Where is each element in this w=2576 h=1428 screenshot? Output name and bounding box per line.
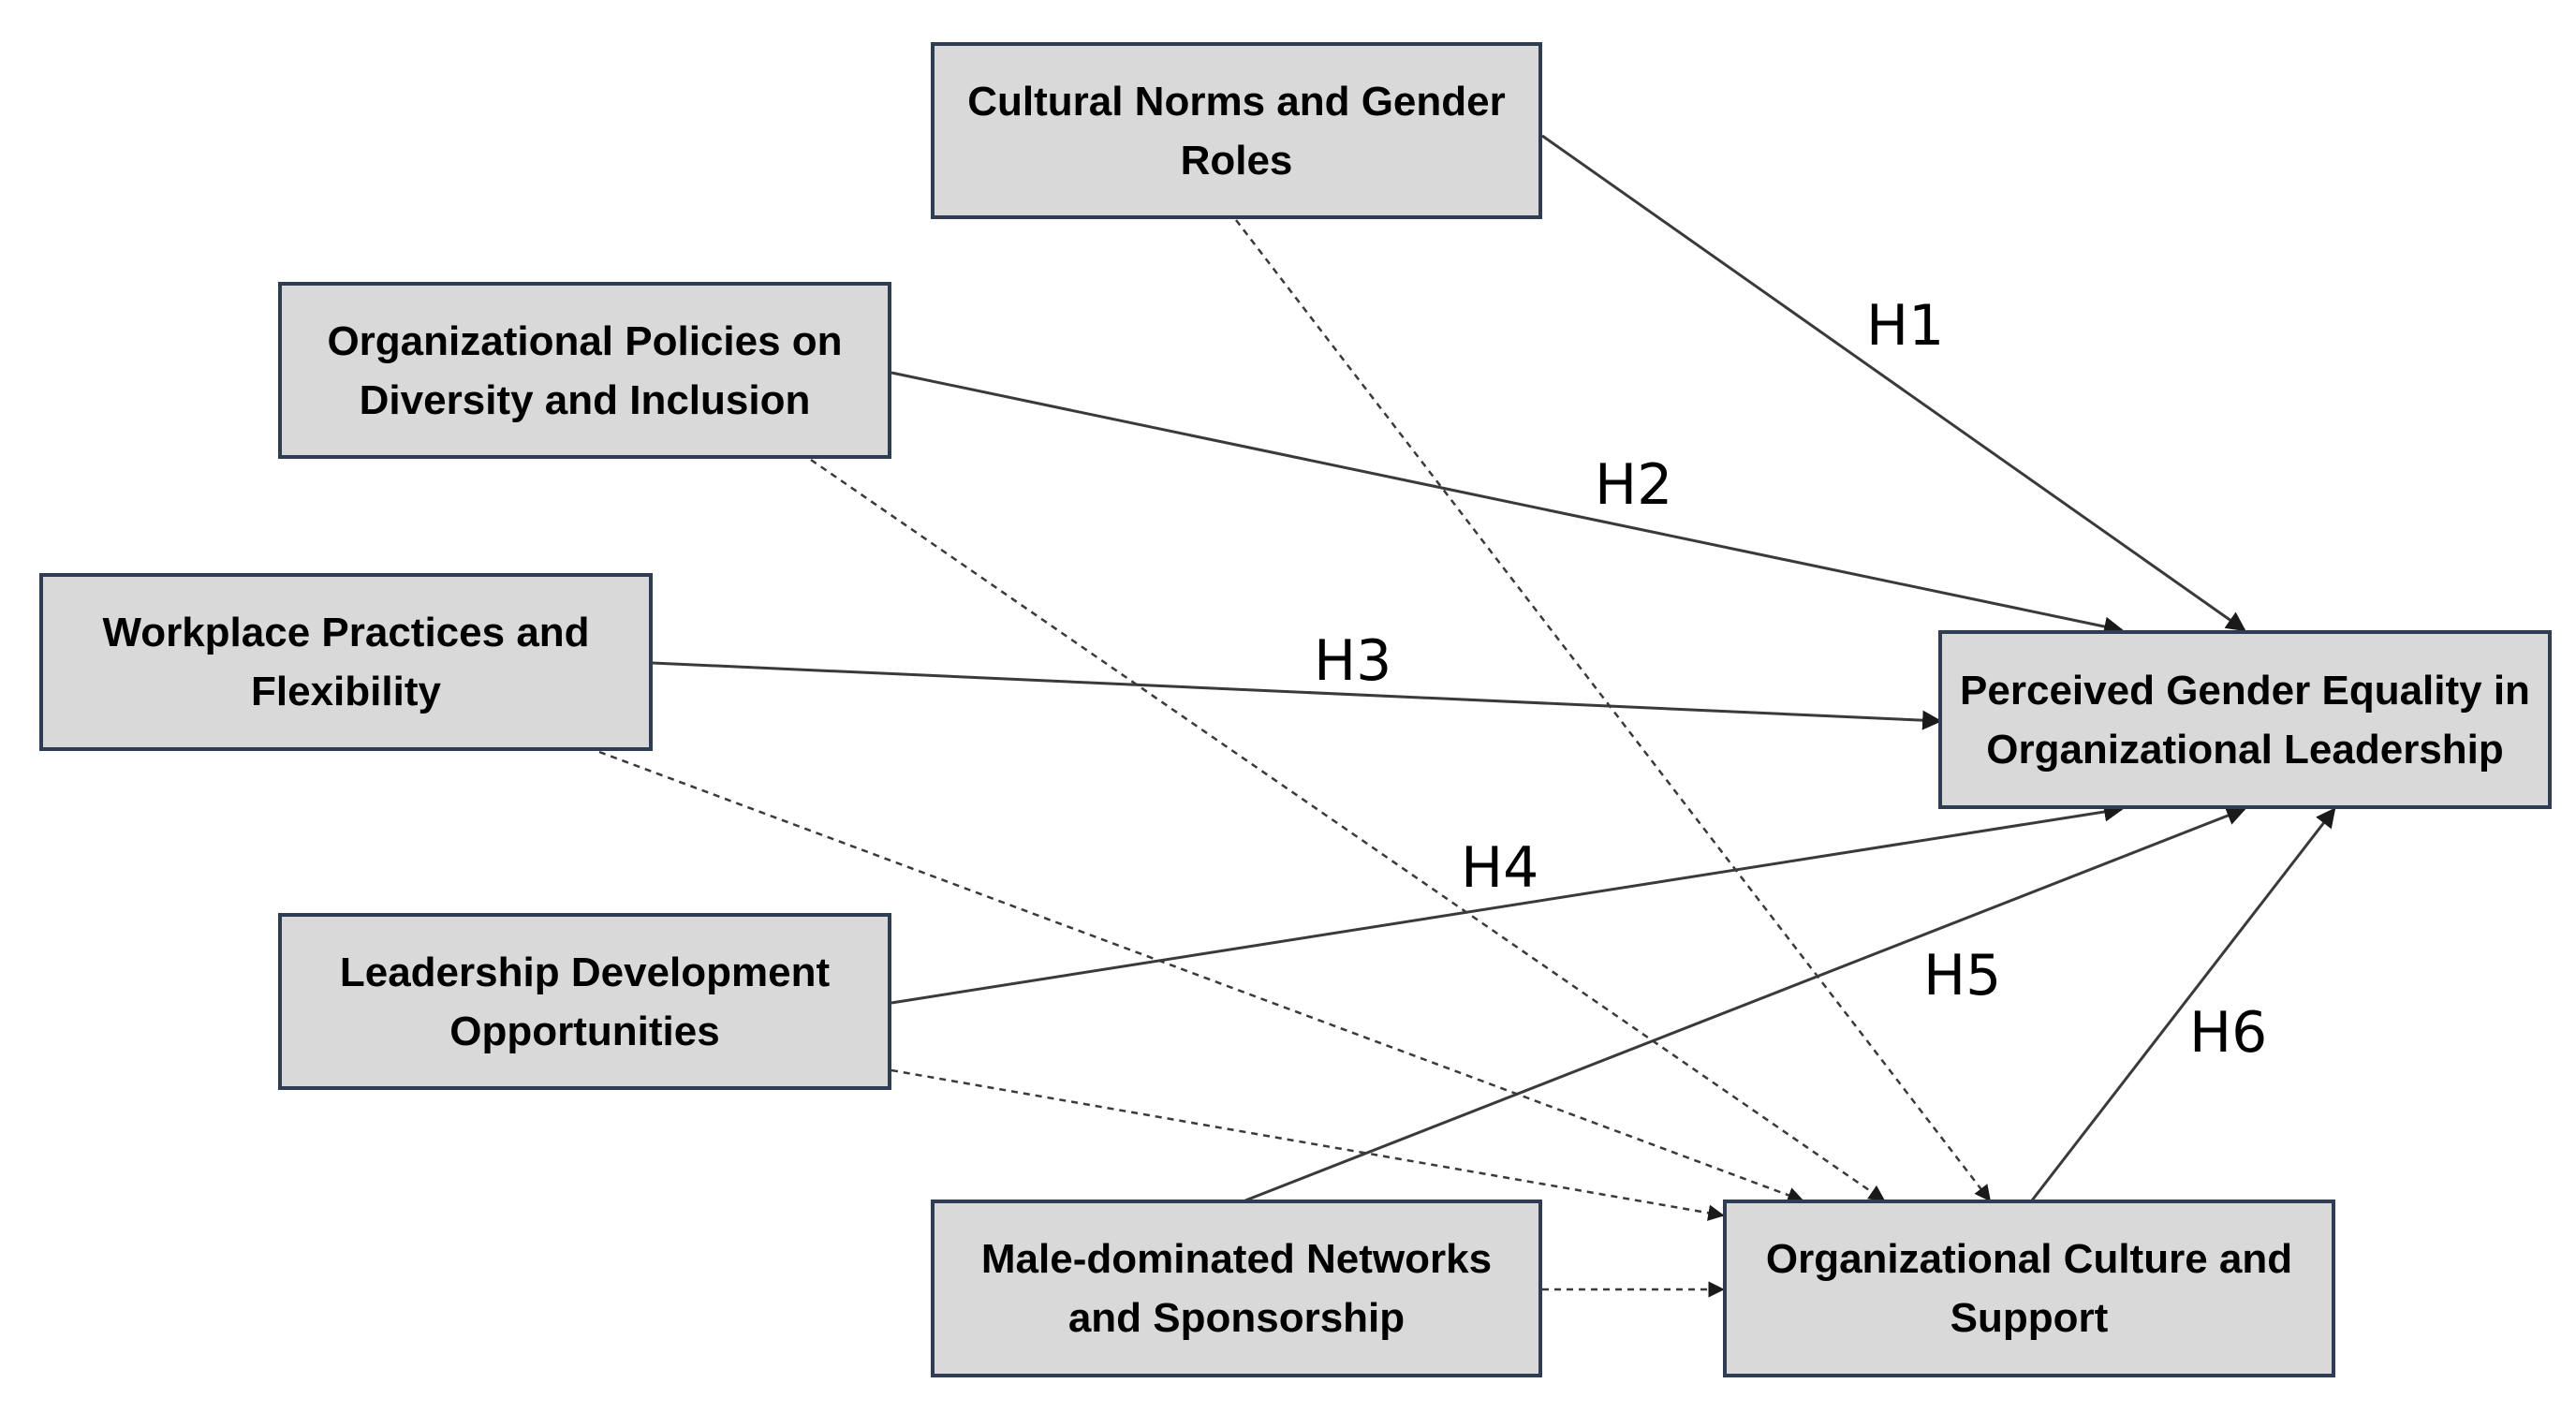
- node-cultural-norms-label: Cultural Norms and Gender Roles: [967, 78, 1506, 184]
- hypothesis-label-h5: H5: [1923, 943, 2002, 1008]
- edge-h6: [2030, 807, 2336, 1201]
- node-male-dominated-networks-label: Male-dominated Networks and Sponsorship: [980, 1236, 1493, 1341]
- node-workplace-practices: Workplace Practices and Flexibility: [39, 573, 653, 751]
- hypothesis-label-h4: H4: [1461, 835, 1539, 901]
- node-leadership-development-label: Leadership Development Opportunities: [339, 949, 831, 1054]
- node-perceived-gender-equality: Perceived Gender Equality in Organizatio…: [1938, 630, 2552, 809]
- edge-h4: [891, 802, 2125, 1005]
- edge-policies-to-culture: [810, 458, 1886, 1202]
- edge-h3: [652, 661, 1943, 730]
- edge-h2: [891, 371, 2125, 637]
- node-perceived-gender-equality-label: Perceived Gender Equality in Organizatio…: [1960, 667, 2530, 773]
- node-leadership-development: Leadership Development Opportunities: [278, 913, 891, 1090]
- node-organizational-culture: Organizational Culture and Support: [1723, 1200, 2335, 1377]
- hypothesis-label-h1: H1: [1866, 293, 1945, 359]
- edge-h5: [1244, 806, 2246, 1202]
- node-workplace-practices-label: Workplace Practices and Flexibility: [102, 610, 590, 714]
- edge-h1: [1541, 134, 2246, 632]
- hypothesis-label-h3: H3: [1314, 628, 1392, 694]
- hypothesis-label-h6: H6: [2189, 1000, 2268, 1066]
- edge-cultural-to-culture: [1235, 219, 1992, 1202]
- node-organizational-policies: Organizational Policies on Diversity and…: [278, 282, 891, 459]
- node-cultural-norms: Cultural Norms and Gender Roles: [931, 42, 1542, 219]
- node-male-dominated-networks: Male-dominated Networks and Sponsorship: [931, 1200, 1542, 1377]
- edge-leadership-to-culture: [891, 1068, 1725, 1221]
- hypothesis-label-h2: H2: [1595, 452, 1673, 518]
- node-organizational-policies-label: Organizational Policies on Diversity and…: [327, 317, 843, 423]
- node-organizational-culture-label: Organizational Culture and Support: [1765, 1236, 2293, 1341]
